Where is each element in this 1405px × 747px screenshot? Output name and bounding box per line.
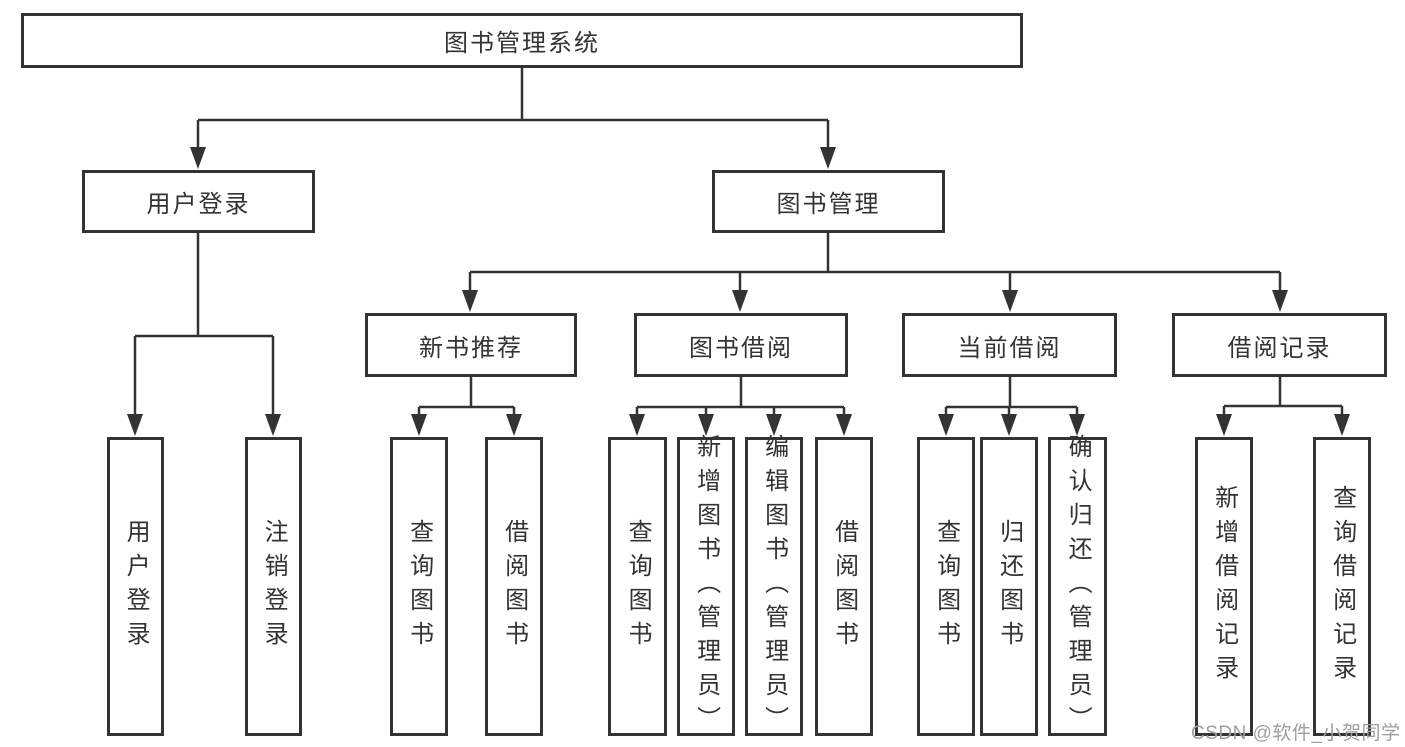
tree-edges — [133, 68, 1344, 417]
node-borrow-records: 借阅记录 — [1172, 313, 1387, 377]
node-user-login: 用户登录 — [82, 170, 315, 233]
node-root: 图书管理系统 — [21, 13, 1023, 68]
leaf-borrow-books-recommend-label: 借阅图书 — [500, 518, 528, 655]
node-user-login-label: 用户登录 — [146, 191, 251, 218]
node-book-management: 图书管理 — [712, 170, 945, 233]
leaf-logout: 注销登录 — [245, 437, 302, 736]
leaf-query-books-borrowing-label: 查询图书 — [624, 518, 652, 655]
leaf-logout-label: 注销登录 — [260, 518, 288, 655]
node-root-label: 图书管理系统 — [444, 30, 600, 57]
leaf-query-borrow-record-label: 查询借阅记录 — [1328, 484, 1356, 689]
node-current-borrowing-label: 当前借阅 — [957, 334, 1062, 362]
leaf-add-borrow-record-label: 新增借阅记录 — [1210, 484, 1238, 689]
leaf-query-books-current-label: 查询图书 — [932, 518, 960, 655]
node-new-book-recommend-label: 新书推荐 — [419, 334, 523, 362]
leaf-borrow-books-recommend: 借阅图书 — [485, 437, 543, 736]
leaf-query-borrow-record: 查询借阅记录 — [1313, 437, 1371, 736]
leaf-user-login: 用户登录 — [107, 437, 164, 736]
watermark: CSDN @软件_小贺同学 — [1191, 723, 1401, 744]
leaf-query-books-recommend-label: 查询图书 — [405, 518, 433, 655]
node-current-borrowing: 当前借阅 — [902, 313, 1117, 377]
leaf-add-books-admin: 新增图书（管理员） — [677, 434, 735, 740]
leaf-query-books-current: 查询图书 — [917, 437, 975, 736]
leaf-return-books: 归还图书 — [980, 437, 1038, 736]
node-book-borrowing: 图书借阅 — [634, 313, 848, 377]
leaf-query-books-recommend: 查询图书 — [390, 437, 448, 736]
leaf-confirm-return-admin: 确认归还（管理员） — [1048, 434, 1107, 740]
leaf-edit-books-admin-label: 编辑图书（管理员） — [760, 433, 788, 740]
leaf-add-books-admin-label: 新增图书（管理员） — [692, 433, 720, 740]
node-new-book-recommend: 新书推荐 — [365, 313, 577, 377]
leaf-borrow-books: 借阅图书 — [815, 437, 873, 736]
leaf-return-books-label: 归还图书 — [995, 518, 1023, 655]
node-book-management-label: 图书管理 — [776, 191, 881, 218]
leaf-add-borrow-record: 新增借阅记录 — [1195, 437, 1253, 736]
leaf-borrow-books-label: 借阅图书 — [830, 518, 858, 655]
leaf-edit-books-admin: 编辑图书（管理员） — [745, 434, 803, 740]
node-book-borrowing-label: 图书借阅 — [689, 334, 793, 362]
leaf-query-books-borrowing: 查询图书 — [608, 437, 667, 736]
leaf-user-login-label: 用户登录 — [122, 518, 150, 655]
node-borrow-records-label: 借阅记录 — [1227, 334, 1332, 362]
leaf-confirm-return-admin-label: 确认归还（管理员） — [1064, 433, 1092, 740]
arrowheads — [127, 147, 1350, 436]
